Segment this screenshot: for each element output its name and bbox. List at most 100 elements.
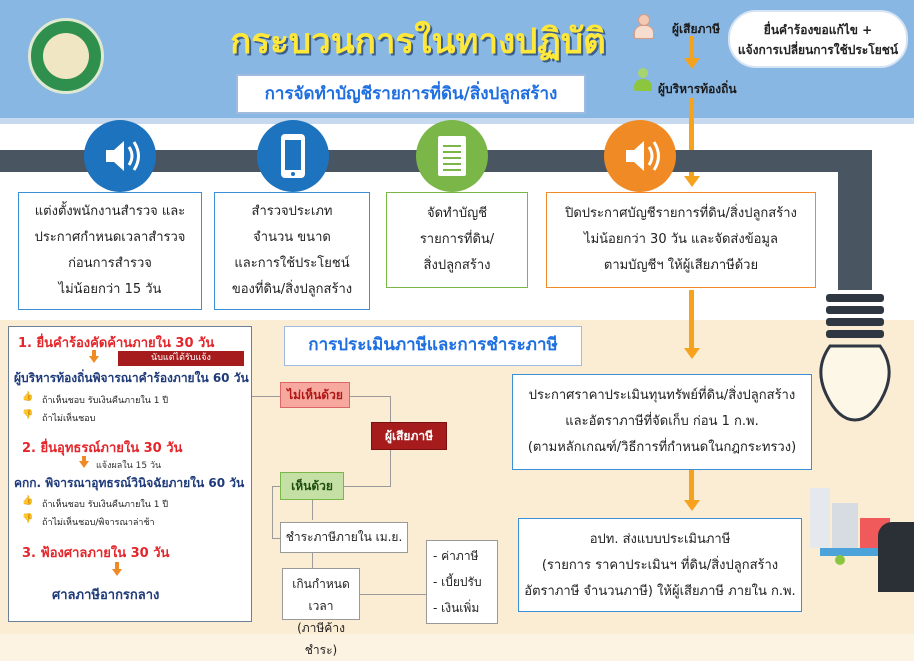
arrow-down-icon (684, 348, 700, 359)
arrow-shaft (689, 470, 694, 502)
admin-review-step: ผู้บริหารท้องถิ่นพิจารณาคำร้องภายใน 60 ว… (14, 371, 249, 385)
arrow-down-icon (684, 500, 700, 511)
step4-box: ปิดประกาศบัญชีรายการที่ดิน/สิ่งปลูกสร้าง… (546, 192, 816, 288)
penalty-item: - ค่าภาษี (433, 549, 479, 563)
thumbs-up-icon: 👍 (22, 496, 34, 506)
connector-line (272, 486, 280, 487)
disagree-box: ไม่เห็นด้วย (280, 382, 350, 408)
announce-line: (ตามหลักเกณฑ์/วิธีการที่กำหนดในกฎกระทรวง… (527, 440, 797, 455)
connector-line (272, 486, 273, 538)
arrow-down-icon (89, 356, 99, 363)
survey-section-title: การจัดทำบัญชีรายการที่ดิน/สิ่งปลูกสร้าง (236, 74, 586, 114)
arrow-shaft (689, 290, 694, 350)
bubble-line-2: แจ้งการเปลี่ยนการใช้ประโยชน์ (737, 43, 899, 57)
step2-line: สำรวจประเภท (251, 204, 333, 219)
speaker-icon (626, 141, 660, 171)
step2-circle (257, 120, 329, 192)
committee-review-step: คกก. พิจารณาอุทธรณ์วินิจฉัยภายใน 60 วัน (14, 476, 245, 490)
connector-line (272, 538, 280, 539)
announce-line: และอัตราภาษีที่จัดเก็บ ก่อน 1 ก.พ. (565, 414, 759, 429)
step4-circle (604, 120, 676, 192)
taxpayer-decision-box: ผู้เสียภาษี (371, 422, 447, 450)
arrow-shaft (82, 456, 86, 461)
step3-line: รายการที่ดิน/ (419, 232, 495, 247)
announce-line: ประกาศราคาประเมินทุนทรัพย์ที่ดิน/สิ่งปลู… (528, 388, 796, 403)
department-seal-logo (28, 18, 104, 94)
assessment-line: อปท. ส่งแบบประเมินภาษี (589, 532, 731, 547)
arrow-shaft (115, 562, 119, 569)
objection-panel (8, 326, 252, 622)
pay-box: ชำระภาษีภายใน เม.ย. (280, 522, 408, 553)
connector-line (390, 450, 391, 486)
page-title: กระบวนการในทางปฏิบัติ (230, 22, 606, 62)
overdue-box: เกินกำหนดเวลา (ภาษีค้างชำระ) (282, 568, 360, 657)
step3-line: สิ่งปลูกสร้าง (423, 258, 491, 273)
reject-note: ถ้าไม่เห็นชอบ (42, 414, 96, 424)
connector-line (312, 500, 313, 520)
approve-note: ถ้าเห็นชอบ รับเงินคืนภายใน 1 ปี (42, 396, 169, 406)
notepad-icon (438, 136, 466, 176)
step1-line: ประกาศกำหนดเวลาสำรวจ (34, 230, 186, 245)
connector-line (360, 594, 426, 595)
arrow-shaft (92, 350, 96, 356)
pipeline-drop (838, 150, 872, 290)
penalty-box: - ค่าภาษี - เบี้ยปรับ - เงินเพิ่ม (426, 540, 498, 624)
phone-icon (281, 134, 305, 178)
connector-line (344, 486, 391, 487)
step4-line: ไม่น้อยกว่า 30 วัน และจัดส่งข้อมูล (584, 232, 778, 247)
step4-line: ปิดประกาศบัญชีรายการที่ดิน/สิ่งปลูกสร้าง (565, 206, 797, 221)
assessment-box: อปท. ส่งแบบประเมินภาษี (รายการ ราคาประเม… (518, 518, 802, 612)
arrow-down-icon (112, 569, 122, 576)
thumbs-up-icon: 👍 (22, 392, 34, 402)
appeal-note: แจ้งผลใน 15 วัน (96, 461, 162, 471)
tax-court: ศาลภาษีอากรกลาง (52, 588, 160, 603)
taxpayer-person-icon (633, 14, 654, 39)
step3-circle (416, 120, 488, 192)
step2-box: สำรวจประเภท จำนวน ขนาด และการใช้ประโยชน์… (214, 192, 370, 310)
step1-line: ไม่น้อยกว่า 15 วัน (58, 282, 162, 297)
step1-line: แต่งตั้งพนักงานสำรวจ และ (34, 204, 186, 219)
step3-box: จัดทำบัญชี รายการที่ดิน/ สิ่งปลูกสร้าง (386, 192, 528, 288)
step2-line: จำนวน ขนาด (253, 230, 331, 245)
connector-line (312, 553, 313, 568)
step1-circle (84, 120, 156, 192)
step2-line: และการใช้ประโยชน์ (234, 256, 350, 271)
lightbulb-icon (818, 290, 892, 430)
connector-line (350, 396, 390, 397)
penalty-item: - เงินเพิ่ม (433, 601, 480, 615)
step4-line: ตามบัญชีฯ ให้ผู้เสียภาษีด้วย (603, 258, 759, 273)
seal-emblem-icon (43, 33, 89, 79)
step1-line: ก่อนการสำรวจ (68, 256, 152, 271)
penalty-item: - เบี้ยปรับ (433, 575, 482, 589)
bubble-line-1: ยื่นคำร้องขอแก้ไข + (763, 23, 873, 37)
objection-step: 1. ยื่นคำร้องคัดค้านภายใน 30 วัน (18, 336, 215, 351)
overdue-line: (ภาษีค้างชำระ) (297, 621, 345, 657)
hand-illustration-icon (878, 522, 914, 592)
step2-line: ของที่ดิน/สิ่งปลูกสร้าง (231, 282, 353, 297)
admin-label: ผู้บริหารท้องถิ่น (658, 82, 737, 96)
appeal-step: 2. ยื่นอุทธรณ์ภายใน 30 วัน (22, 441, 183, 456)
thumbs-down-icon: 👎 (22, 514, 34, 524)
step1-box: แต่งตั้งพนักงานสำรวจ และ ประกาศกำหนดเวลา… (18, 192, 202, 310)
thumbs-down-icon: 👎 (22, 410, 34, 420)
connector-line (252, 396, 280, 397)
arrow-down-icon (684, 58, 700, 69)
approve-note: ถ้าเห็นชอบ รับเงินคืนภายใน 1 ปี (42, 500, 169, 510)
arrow-down-icon (79, 461, 89, 468)
buildings-illustration-icon (800, 478, 900, 568)
connector-line (390, 396, 391, 422)
step3-line: จัดทำบัญชี (426, 206, 488, 221)
overdue-line: เกินกำหนดเวลา (292, 577, 350, 613)
arrow-down-icon (684, 176, 700, 187)
assessment-line: (รายการ ราคาประเมินฯ ที่ดิน/สิ่งปลูกสร้า… (541, 558, 779, 573)
tax-section-title: การประเมินภาษีและการชำระภาษี (284, 326, 582, 366)
request-bubble: ยื่นคำร้องขอแก้ไข + แจ้งการเปลี่ยนการใช้… (728, 10, 908, 68)
announce-box: ประกาศราคาประเมินทุนทรัพย์ที่ดิน/สิ่งปลู… (512, 374, 812, 470)
taxpayer-label: ผู้เสียภาษี (672, 22, 721, 36)
assessment-line: อัตราภาษี จำนวนภาษี) ให้ผู้เสียภาษี ภายใ… (524, 584, 796, 599)
arrow-shaft (689, 36, 694, 60)
notice-badge: นับแต่ได้รับแจ้ง (118, 351, 244, 366)
court-step: 3. ฟ้องศาลภายใน 30 วัน (22, 546, 170, 561)
reject-note: ถ้าไม่เห็นชอบ/พิจารณาล่าช้า (42, 518, 155, 528)
arrow-shaft (689, 98, 694, 178)
